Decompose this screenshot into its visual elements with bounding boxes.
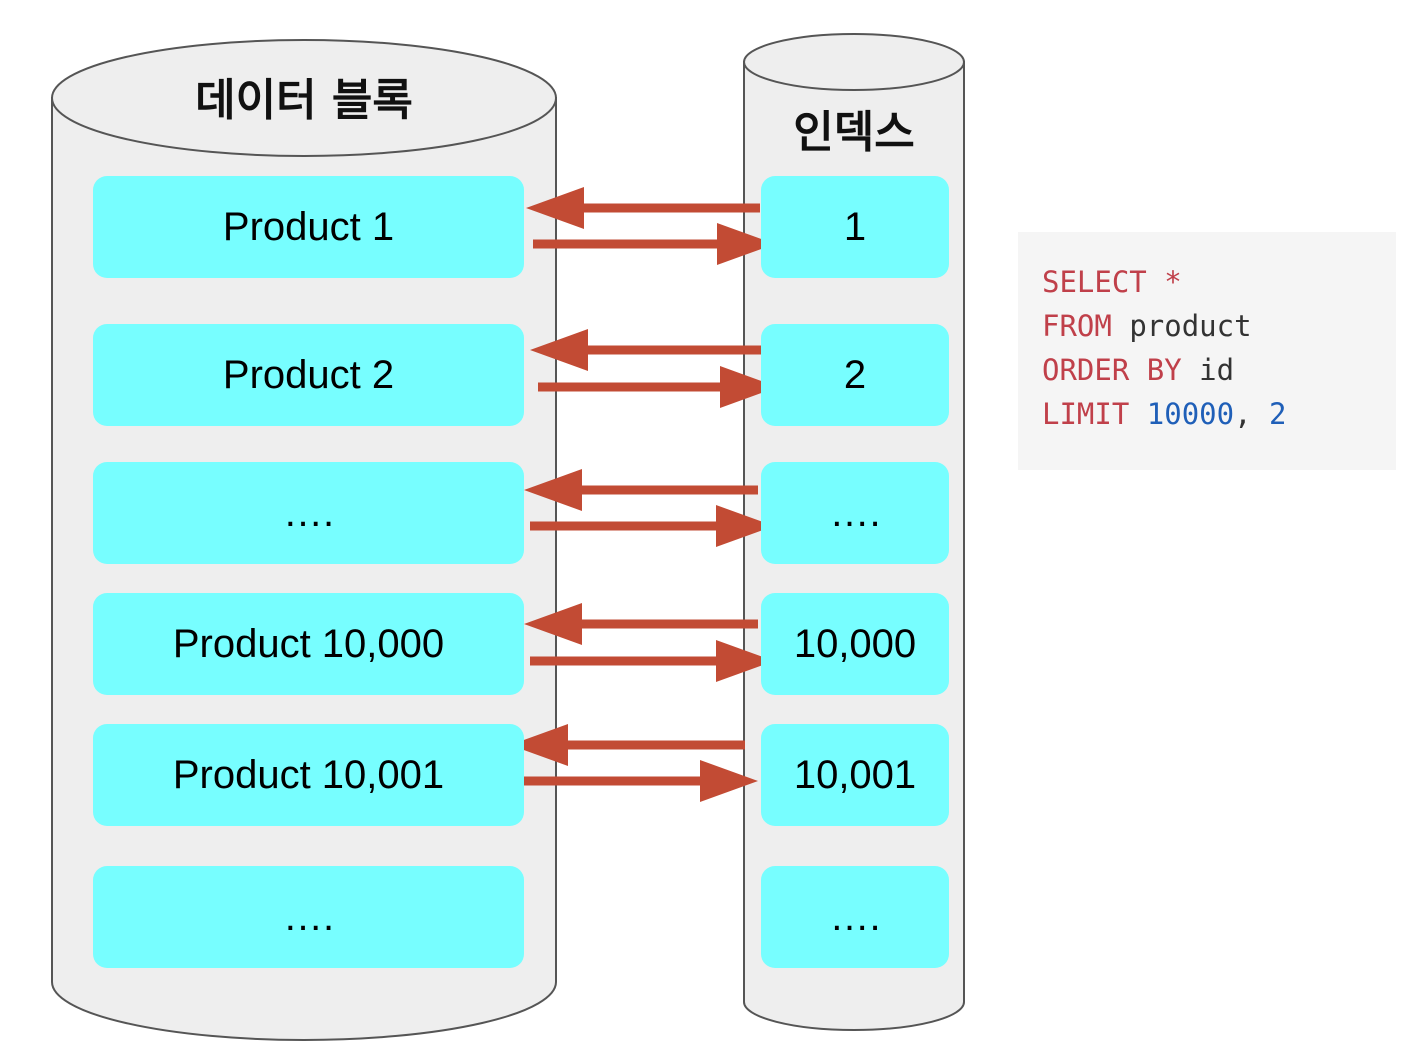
arrow-head [526, 187, 584, 229]
arrow-head [716, 505, 774, 547]
arrow-head [510, 724, 568, 766]
sql-star: * [1164, 265, 1182, 299]
sql-keyword: SELECT [1042, 265, 1147, 299]
sql-table: product [1129, 309, 1252, 343]
sql-keyword: LIMIT [1042, 397, 1130, 431]
index-title: 인덱스 [793, 107, 915, 158]
arrow-head [524, 469, 582, 511]
data-block-item: Product 1 [93, 176, 524, 278]
data-block-item: Product 10,001 [93, 724, 524, 826]
index-item: …. [761, 462, 949, 564]
sql-keyword: ORDER BY [1042, 353, 1182, 387]
arrow-head [700, 760, 758, 802]
index-item: …. [761, 866, 949, 968]
arrow-head [524, 603, 582, 645]
data-block-item: Product 2 [93, 324, 524, 426]
index-item: 10,001 [761, 724, 949, 826]
data-block-item: …. [93, 462, 524, 564]
arrow-head [716, 640, 774, 682]
index-item: 2 [761, 324, 949, 426]
arrow-group [510, 187, 778, 802]
arrow-head [530, 329, 588, 371]
index-item: 10,000 [761, 593, 949, 695]
sql-column: id [1199, 353, 1235, 387]
sql-keyword: FROM [1042, 309, 1112, 343]
arrow-head [717, 223, 775, 265]
index-item: 1 [761, 176, 949, 278]
sql-offset: 10000 [1146, 397, 1235, 431]
sql-count: 2 [1269, 397, 1287, 431]
sql-code-panel: SELECT * FROM product ORDER BY id LIMIT … [1018, 232, 1396, 470]
data-block-item: Product 10,000 [93, 593, 524, 695]
data-block-item: …. [93, 866, 524, 968]
arrow-head [720, 366, 778, 408]
data-block-title: 데이터 블록 [195, 75, 413, 126]
sql-code: SELECT * FROM product ORDER BY id LIMIT … [1042, 260, 1287, 436]
sql-comma: , [1234, 397, 1252, 431]
